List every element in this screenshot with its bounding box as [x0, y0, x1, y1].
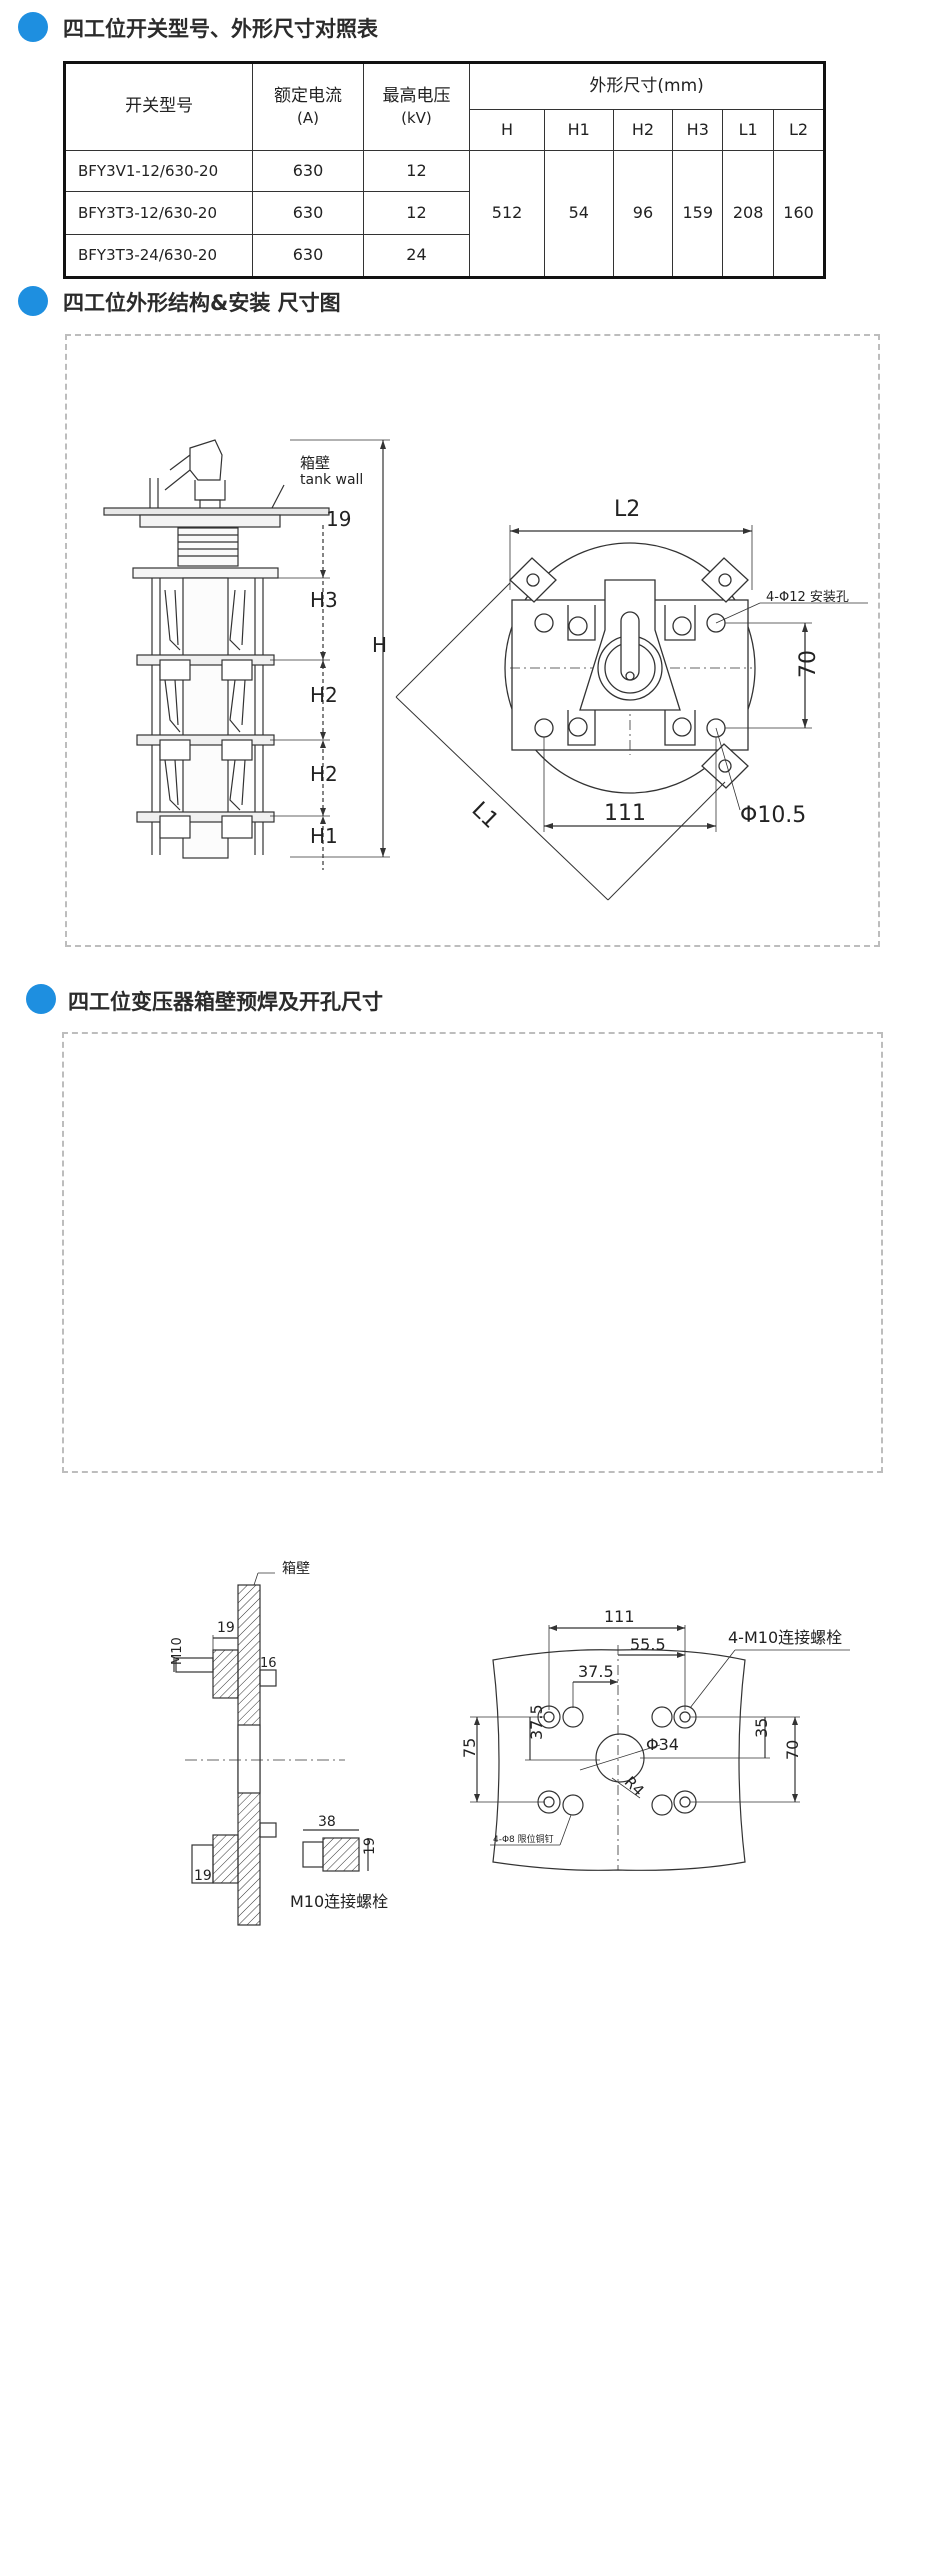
dim-35: 35 [752, 1718, 771, 1738]
header-dim-l2: L2 [773, 109, 825, 151]
dim-h2-lower: H2 [310, 762, 338, 786]
label-holes: 4-Φ12 安装孔 [766, 590, 849, 605]
label-wall-cn: 箱壁 [300, 454, 330, 472]
spring-stack [177, 527, 239, 567]
dim-75: 75 [460, 1738, 479, 1758]
dim-111: 111 [604, 801, 646, 826]
header-current-label: 额定电流 [273, 85, 342, 106]
table-row: BFY3T3-12/630-20 630 12 [63, 191, 825, 235]
dim-19-top: 19 [217, 1620, 235, 1636]
dim-r4: R4 [621, 1773, 648, 1800]
header-dims: 外形尺寸(mm) [469, 62, 825, 110]
contact-deck-1 [136, 654, 275, 681]
welding-diagram-frame [62, 1032, 883, 1473]
label-bolts: 4-M10连接螺栓 [728, 1628, 842, 1647]
dim-111-bottom: 111 [604, 1607, 635, 1626]
section-title-welding: 四工位变压器箱壁预焊及开孔尺寸 [68, 990, 383, 1014]
cell-model: BFY3T3-12/630-20 [63, 191, 254, 235]
label-m10: M10 [170, 1637, 185, 1665]
dim-38: 38 [318, 1814, 336, 1830]
cell-model: BFY3T3-24/630-20 [63, 234, 254, 278]
cell-dim-h2: 96 [612, 150, 674, 278]
header-model: 开关型号 [63, 62, 254, 151]
header-current-unit: (A) [297, 109, 319, 128]
section-title-outline: 四工位外形结构&安装 尺寸图 [63, 291, 341, 315]
dim-h: H [372, 633, 387, 657]
label-wall-en: tank wall [300, 472, 363, 488]
cell-current: 630 [252, 234, 364, 278]
outline-diagram: 箱壁 tank wall 19 H3 H H2 H2 H1 L2 L1 4-Φ1… [103, 439, 868, 901]
dim-l1: L1 [467, 797, 503, 833]
cell-current: 630 [252, 150, 364, 192]
cell-dim-h: 512 [469, 150, 545, 278]
cell-model: BFY3V1-12/630-20 [63, 150, 254, 192]
header-voltage-label: 最高电压 [382, 85, 451, 106]
contact-deck-3 [136, 811, 275, 839]
dim-phi-34: Φ34 [646, 1735, 679, 1754]
outline-diagram-frame [65, 334, 880, 947]
section-bullet-icon [18, 12, 48, 42]
handle-icon [149, 439, 226, 513]
section-title-table: 四工位开关型号、外形尺寸对照表 [63, 17, 378, 41]
cell-dim-l1: 208 [722, 150, 775, 278]
header-voltage-unit: (kV) [401, 109, 432, 128]
dim-70-bottom: 70 [783, 1740, 802, 1760]
dim-37-5-top: 37.5 [578, 1662, 614, 1681]
header-dim-h3: H3 [672, 109, 724, 151]
section-bullet-icon [18, 286, 48, 316]
dim-h2-upper: H2 [310, 683, 338, 707]
tank-wall-plate [103, 507, 330, 516]
cell-voltage: 12 [362, 191, 471, 235]
cell-dim-h1: 54 [543, 150, 614, 278]
label-wall: 箱壁 [282, 1561, 310, 1577]
dim-phi-10-5: Φ10.5 [740, 803, 806, 828]
label-bolt: M10连接螺栓 [290, 1892, 388, 1911]
header-dim-h: H [469, 109, 545, 151]
dim-h3: H3 [310, 588, 338, 612]
dim-19: 19 [326, 507, 351, 531]
dim-37-5-side: 37.5 [527, 1704, 546, 1740]
base-disc [504, 542, 756, 794]
section-bullet-icon [26, 984, 56, 1014]
dim-55-5: 55.5 [630, 1635, 666, 1654]
cell-dim-l2: 160 [773, 150, 825, 278]
dim-19-bottom: 19 [194, 1868, 212, 1884]
label-pins: 4-Φ8 限位铜钉 [493, 1833, 554, 1845]
header-dim-h1: H1 [543, 109, 614, 151]
dim-70: 70 [796, 650, 821, 678]
welding-diagram: 箱壁 19 M10 16 19 38 19 M10连接螺栓 111 55.5 3… [170, 1561, 850, 1926]
dim-l2: L2 [614, 497, 640, 522]
spec-table: 开关型号 额定电流 (A) 最高电压 (kV) 外形尺寸(mm) H H1 H2… [63, 61, 826, 279]
cell-voltage: 24 [362, 234, 471, 278]
table-row: BFY3T3-24/630-20 630 24 [63, 234, 825, 278]
dim-h1: H1 [310, 824, 338, 848]
dim-16: 16 [260, 1656, 277, 1671]
cell-dim-h3: 159 [672, 150, 724, 278]
dim-19-bolt: 19 [362, 1837, 378, 1855]
table-row: BFY3V1-12/630-20 630 12 512 54 96 159 20… [63, 150, 825, 278]
